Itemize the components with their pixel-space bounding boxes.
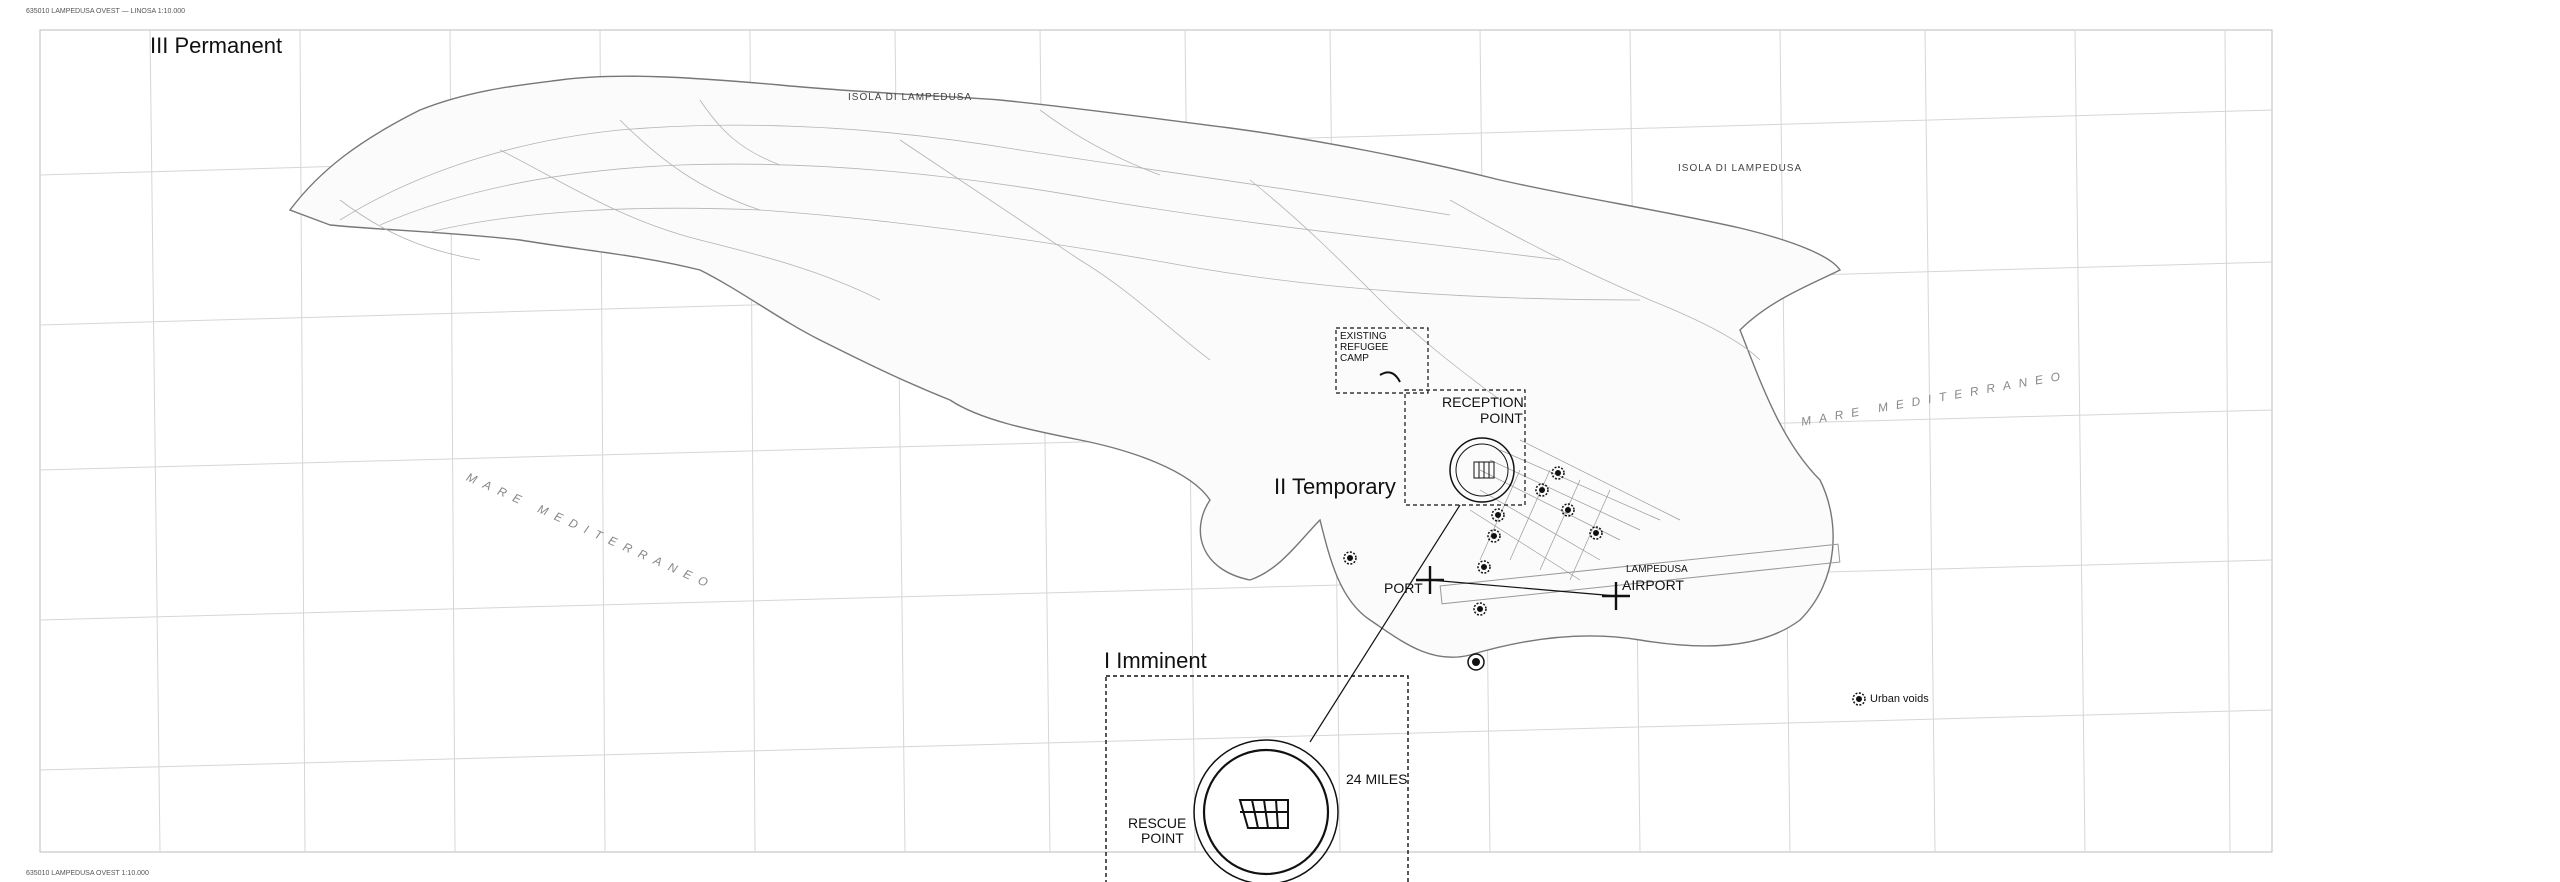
target-point-icon	[1467, 653, 1485, 671]
urban-void-icon	[1473, 602, 1487, 616]
reception-outer-circle	[1449, 437, 1515, 503]
urban-void-icon	[1477, 560, 1491, 574]
lampedusa-label: LAMPEDUSA	[1626, 564, 1688, 575]
contour-lines	[339, 99, 1761, 401]
camp-mark	[1379, 371, 1401, 383]
urban-void-icon	[1551, 466, 1565, 480]
distance-label: 24 MILES	[1346, 771, 1408, 787]
camp-label-line3: CAMP	[1340, 353, 1369, 364]
phase-temporary-title: II Temporary	[1274, 474, 1396, 499]
phase-permanent-title: III Permanent	[150, 33, 283, 58]
rescue-box	[1105, 675, 1409, 882]
reception-label-line2: POINT	[1480, 410, 1523, 426]
port-label: PORT	[1384, 580, 1423, 596]
map-frame	[39, 29, 2273, 853]
reception-label-line1: RECEPTION	[1442, 394, 1524, 410]
link-rescue-reception	[1309, 504, 1461, 743]
runway	[1439, 543, 1841, 605]
phase-imminent-title: I Imminent	[1104, 648, 1207, 673]
legend-urban-voids-label: Urban voids	[1870, 693, 1929, 705]
port-cross-icon	[1416, 566, 1444, 594]
urban-void-icon	[1343, 551, 1357, 565]
urban-void-icon	[1561, 503, 1575, 517]
camp-label-line2: REFUGEE	[1340, 342, 1389, 353]
urban-void-icon	[1535, 483, 1549, 497]
rescue-boat-icon	[1238, 799, 1289, 829]
camp-box	[1335, 327, 1429, 394]
rescue-outer-circle	[1193, 739, 1339, 882]
urban-area	[1469, 439, 1681, 581]
reception-box	[1404, 389, 1526, 506]
legend-urban-void-icon	[1852, 692, 1866, 706]
isola-label-west: ISOLA DI LAMPEDUSA	[848, 92, 973, 103]
link-port-airport	[1429, 579, 1617, 597]
rescue-inner-circle	[1202, 748, 1330, 876]
reception-boat-icon	[1473, 461, 1495, 479]
island-outline	[288, 75, 1842, 658]
urban-void-icon	[1589, 526, 1603, 540]
urban-void-icon	[1487, 529, 1501, 543]
airport-label: AIRPORT	[1622, 577, 1684, 593]
urban-void-markers	[1343, 466, 1603, 616]
isola-label-east: ISOLA DI LAMPEDUSA	[1678, 163, 1803, 174]
map-sheet-code-bottom: 635010 LAMPEDUSA OVEST 1:10.000	[26, 870, 149, 877]
rescue-label-line2: POINT	[1141, 830, 1184, 846]
map-sheet-code: 635010 LAMPEDUSA OVEST — LINOSA 1:10.000	[26, 8, 186, 15]
airport-cross-icon	[1602, 582, 1630, 610]
reception-inner-circle	[1455, 443, 1509, 497]
camp-label-line1: EXISTING	[1340, 331, 1387, 342]
urban-void-icon	[1491, 508, 1505, 522]
rescue-label-line1: RESCUE	[1128, 815, 1187, 831]
